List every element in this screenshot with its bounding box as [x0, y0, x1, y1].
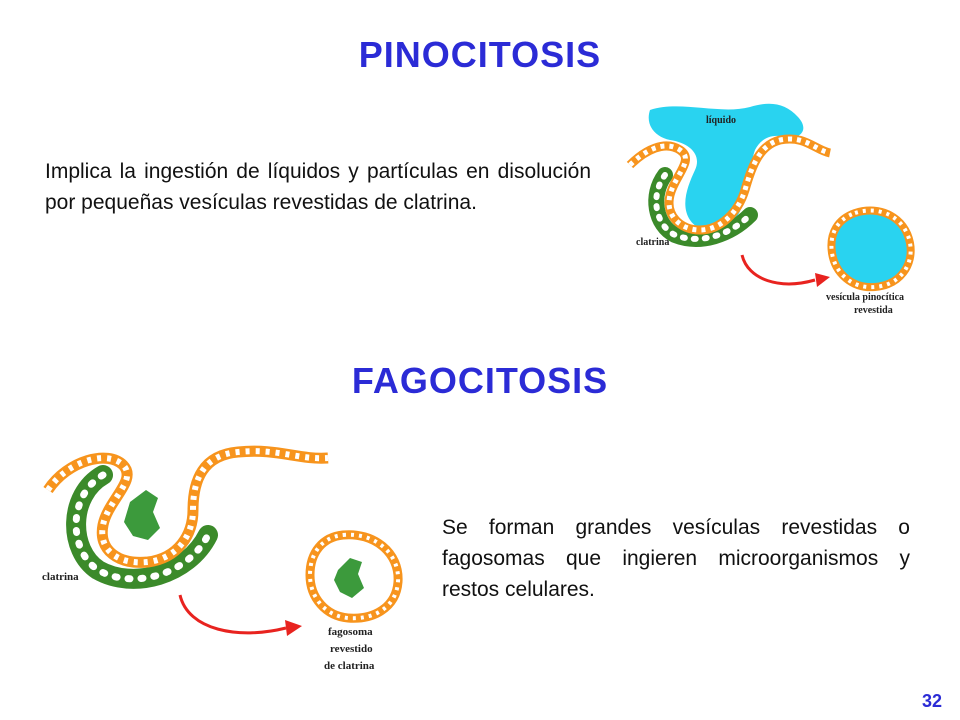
pinocytic-vesicle	[827, 206, 915, 292]
label-vesicle-line1: vesícula pinocítica	[826, 292, 904, 303]
fagocitosis-description: Se forman grandes vesículas revestidas o…	[442, 516, 910, 601]
clathrin-beads	[653, 172, 753, 242]
label-liquid: líquido	[706, 115, 736, 126]
pinocitosis-title: PINOCITOSIS	[358, 34, 602, 75]
label-phagosome-line2: revestido	[330, 643, 373, 655]
phagosome-vesicle	[305, 530, 403, 623]
page-number: 32	[921, 691, 942, 711]
microorganism-particle	[124, 490, 160, 540]
curved-arrow-icon	[740, 254, 830, 287]
liquid-blob	[648, 103, 804, 231]
pinocitosis-description: Implica la ingestión de líquidos y partí…	[45, 160, 591, 214]
label-clathrin: clatrina	[42, 571, 79, 583]
clathrin-beads	[72, 471, 212, 583]
label-phagosome-line3: de clatrina	[324, 660, 375, 672]
label-clathrin: clatrina	[636, 237, 669, 248]
curved-arrow-icon	[178, 594, 302, 636]
cell-membrane-pattern	[45, 448, 329, 566]
cell-membrane-pattern	[628, 136, 831, 233]
pinocytosis-diagram: líquido clatrina vesícula pinocítica rev…	[626, 103, 915, 316]
label-vesicle-line2: revestida	[854, 305, 893, 316]
fagocitosis-title: FAGOCITOSIS	[351, 360, 609, 401]
label-phagosome-line1: fagosoma	[328, 626, 373, 638]
phagocytosis-diagram: clatrina fagosoma revestido de clatrina	[42, 445, 403, 672]
